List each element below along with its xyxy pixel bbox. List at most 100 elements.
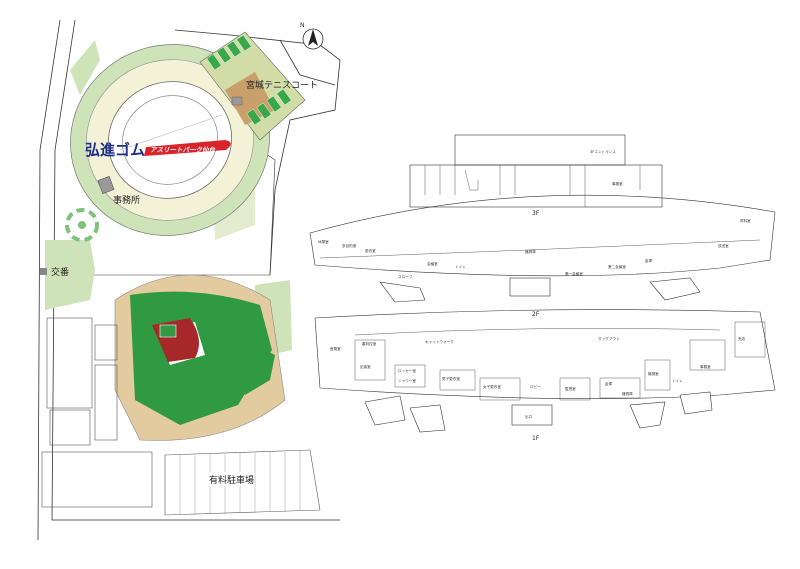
tennis-courts: [206, 34, 292, 126]
green-area-west: [45, 240, 95, 310]
room-2f-5: 器具庫: [525, 249, 536, 254]
sponsor-logo: 弘進ゴム アスリートパーク仙台: [85, 140, 231, 159]
floor-2f: [309, 194, 776, 303]
paid-parking-label: 有料駐車場: [209, 474, 254, 486]
room-1f-9: 倉庫: [605, 381, 613, 386]
room-1f-8: 監督室: [565, 386, 576, 391]
floor-1f-outline: [314, 309, 776, 400]
room-1f-17: ダッグアウト: [598, 336, 620, 341]
compass: N: [300, 22, 324, 50]
room-2f-4: トイレ: [455, 265, 466, 269]
plaza: [65, 208, 99, 242]
parking-lot-west: [41, 451, 153, 508]
stair-1f-west-b: [409, 404, 446, 433]
block: [46, 317, 93, 409]
plaza-center: [78, 221, 86, 229]
exit-1f: [511, 404, 553, 426]
parking-area: [41, 449, 321, 516]
room-1f-5: 男子更衣室: [442, 376, 460, 381]
room-1f-1: 審判控室: [362, 341, 377, 346]
room-1f-14: 売店: [738, 336, 746, 341]
stair-2f-east: [649, 277, 701, 301]
tennis-clubhouse: [231, 96, 243, 106]
floor-label-3f: 3F: [532, 210, 540, 217]
room-1f-11: 機械室: [648, 371, 659, 376]
stair-1f-west-a: [364, 395, 406, 426]
room-1f-12: トイレ: [672, 379, 683, 383]
block: [94, 364, 118, 441]
tennis-court: [216, 46, 232, 64]
stadium: [70, 44, 270, 236]
office-building: [97, 176, 115, 194]
office-label: 事務所: [113, 194, 140, 206]
logo-brand-text: 弘進ゴム: [85, 141, 145, 159]
room-2f-3: 会議室: [427, 261, 438, 266]
room-1f-7: ロビー: [530, 384, 541, 389]
room-1f-3: ロッカー室: [398, 368, 416, 373]
logo-swoosh: [144, 140, 231, 156]
room-1f-2: 記者室: [360, 364, 371, 369]
logo-subtitle: アスリートパーク仙台: [150, 146, 216, 154]
floor-label-2f: 2F: [532, 311, 540, 318]
parking-label-bg: [205, 472, 253, 486]
tennis-court: [226, 40, 242, 58]
tennis-court: [246, 108, 262, 126]
road-outline-west: [37, 19, 340, 541]
room-2f-1: 多目的室: [342, 243, 357, 248]
floor-3f: [409, 134, 663, 208]
floor-label-1f: 1F: [532, 435, 540, 442]
room-1f-0: 医務室: [330, 346, 341, 351]
floor-plan: 3Fエントランス 事務室 3F 休憩室 多目的室 更衣室 会議室 トイレ 器具庫…: [309, 134, 776, 442]
room-2f-11: スロープ: [398, 274, 413, 279]
room-1f-6: 女子更衣室: [483, 384, 501, 389]
plaza-ring: [65, 208, 99, 242]
field-centerline: [119, 114, 223, 151]
tennis-court: [276, 88, 292, 106]
green-area-nw: [70, 40, 100, 95]
room-3f-entrance: 3Fエントランス: [590, 149, 616, 154]
room-1f-4: シャワー室: [398, 378, 416, 383]
tennis-court: [236, 34, 252, 52]
stair-1f-east-b: [679, 391, 713, 415]
floor-1f: [314, 309, 776, 433]
slope-2f: [509, 277, 551, 297]
room-1f-15: 出口: [525, 414, 533, 419]
floor-3f-outline: [409, 164, 663, 208]
compass-arrow-icon: [308, 29, 318, 46]
baseball-bullpen: [245, 345, 275, 395]
room-1f-16: キャットウォーク: [425, 339, 454, 344]
stair-1f-east-a: [629, 401, 666, 429]
parking-stall-lines: [179, 451, 301, 515]
police-box-marker: [40, 268, 47, 275]
block: [94, 324, 118, 361]
compass-north-letter: N: [300, 22, 305, 29]
room-2f-0: 休憩室: [318, 239, 329, 244]
baseball-infield-grass: [159, 324, 177, 338]
west-blocks: [46, 317, 118, 446]
tennis-court: [256, 102, 272, 120]
room-1f-13: 事務室: [700, 364, 711, 369]
floor-2f-corridor: [319, 239, 761, 259]
room-2f-8: 倉庫: [645, 258, 653, 263]
parking-lot-east: [164, 449, 321, 516]
tennis-court: [266, 95, 282, 113]
tennis-court-area: [199, 31, 306, 141]
stair-2f-west: [379, 281, 426, 303]
catwalk-1f: [354, 328, 721, 336]
police-box-label: 交番: [51, 266, 69, 278]
floor-2f-outline: [309, 194, 776, 277]
baseball-stadium: [114, 274, 286, 441]
tennis-court-label: 宮城テニスコート: [246, 79, 318, 91]
room-1f-10: 器具庫: [622, 391, 633, 396]
room-2f-10: 資料室: [740, 218, 751, 223]
room-2f-2: 更衣室: [365, 248, 376, 253]
room-3f-office: 事務室: [612, 181, 623, 186]
site-map: 事務所 宮城テニスコート 弘進ゴム アスリートパーク仙台: [37, 19, 341, 541]
room-2f-9: 放送室: [718, 243, 729, 248]
room-2f-6: 第一会議室: [565, 271, 583, 276]
block: [49, 409, 91, 446]
room-2f-7: 第二会議室: [608, 264, 626, 269]
tennis-court: [206, 53, 222, 71]
